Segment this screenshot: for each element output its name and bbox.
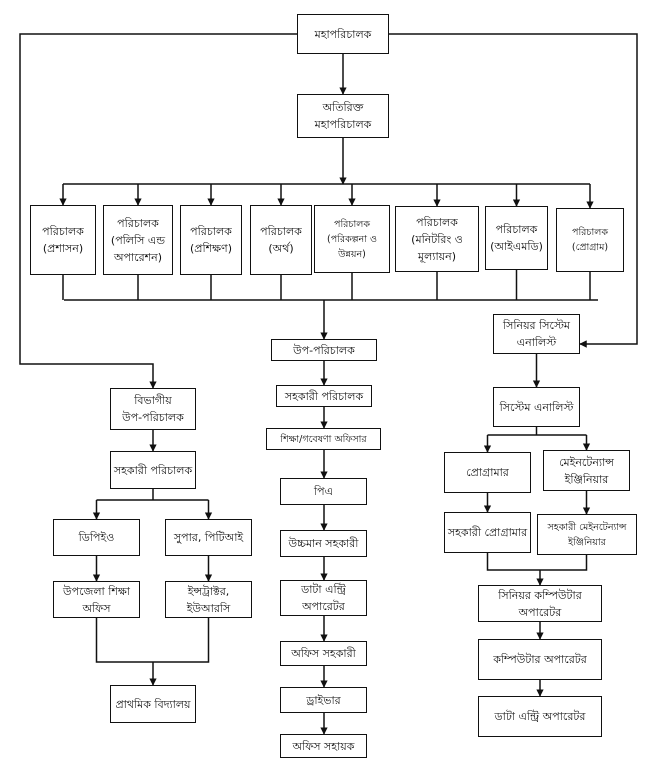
org-node-label: পরিচালক [42,225,84,238]
org-node-label: (পলিসি এন্ড [110,233,166,247]
org-node-dir-monitoring: পরিচালক (মনিটরিং ও মূল্যায়ন) [395,206,479,272]
org-node-label: (মনিটরিং ও [411,232,463,246]
org-node-label: সহকারী পরিচালক [113,463,193,477]
org-node-asst-programmer: সহকারী প্রোগ্রামার [444,512,531,553]
org-node-label: উপ-পরিচালক [293,343,355,357]
org-node-label: পরিচালক [190,225,232,238]
org-node-label: ড্রাইভার [306,693,341,707]
org-node-label: মহাপরিচালক [314,118,372,131]
org-node-dir-training: পরিচালক (প্রশিক্ষণ) [180,205,242,275]
connector-dg-ssa [389,33,638,348]
org-node-data-entry-r: ডাটা এন্ট্রি অপারেটর [478,696,602,737]
org-node-label: শিক্ষা/গবেষণা অফিসার [280,433,367,445]
org-node-label: বিভাগীয় [134,394,172,407]
org-node-label: অফিস [82,601,111,615]
org-node-comp-operator: কম্পিউটার অপারেটর [478,639,602,680]
org-node-label: উচ্চমান সহকারী [288,537,359,550]
org-node-label: অফিস সহায়ক [292,739,355,753]
org-node-label: প্রোগ্রামার [466,466,509,479]
org-node-label: (পরিকল্পনা ও [327,233,377,245]
org-node-programmer: প্রোগ্রামার [444,452,531,493]
org-node-label: ইঞ্জিনিয়ার [564,472,609,486]
org-node-senior-sys-analyst: সিনিয়র সিস্টেম এনালিস্ট [493,314,580,354]
org-node-deputy-director: উপ-পরিচালক [271,339,377,361]
org-node-label: ইন্সট্রাক্টর, [187,584,230,598]
org-node-label: সিনিয়র কম্পিউটার [498,588,582,602]
org-node-label: পরিচালক [572,227,608,238]
org-node-dir-imd: পরিচালক (আইএমডি) [485,206,548,270]
org-node-label: পরিচালক [117,216,159,230]
org-node-label: (প্রশাসন) [42,242,84,255]
org-node-dir-policy: পরিচালক (পলিসি এন্ড অপারেশন) [103,205,173,275]
org-node-label: প্রাথমিক বিদ্যালয় [115,697,191,711]
org-node-label: উন্নয়ন) [338,248,366,260]
org-node-label: ইঞ্জিনিয়ার [568,536,606,548]
org-node-data-entry-c: ডাটা এন্ট্রি অপারেটর [280,580,367,616]
org-node-label: অফিস সহকারী [291,647,356,660]
org-node-label: সহকারী পরিচালক [284,389,364,403]
org-node-driver: ড্রাইভার [280,687,367,713]
org-node-dir-planning: পরিচালক (পরিকল্পনা ও উন্নয়ন) [314,205,390,273]
org-node-office-helper: অফিস সহায়ক [280,734,367,758]
org-node-label: উপজেলা শিক্ষা [63,584,130,598]
org-node-label: অপারেটর [302,600,345,613]
org-node-label: ইউআরসি [186,601,231,615]
org-node-div-deputy: বিভাগীয় উপ-পরিচালক [110,388,196,430]
org-node-upper-asst: উচ্চমান সহকারী [280,530,367,557]
org-node-label: সিনিয়র সিস্টেম [502,319,571,332]
org-node-label: (আইএমডি) [490,240,543,253]
org-node-dpeo: ডিপিইও [53,519,140,556]
org-node-super-pti: সুপার, পিটিআই [165,519,252,556]
org-node-label: সহকারী মেইনটেন্যান্স [547,521,627,533]
org-node-label: পরিচালক [334,218,370,230]
org-node-label: মহাপরিচালক [314,27,372,41]
org-node-senior-comp-operator: সিনিয়র কম্পিউটার অপারেটর [478,585,602,622]
org-node-label: (অর্থ) [268,242,294,255]
org-node-primary-school: প্রাথমিক বিদ্যালয় [110,685,196,723]
org-node-label: অপারেশন) [113,250,163,264]
org-node-label: এনালিস্ট [516,336,557,349]
org-node-label: মেইনটেন্যান্স [559,455,614,469]
org-node-label: পিএ [314,485,333,498]
org-node-asst-maint-engineer: সহকারী মেইনটেন্যান্স ইঞ্জিনিয়ার [537,514,637,555]
org-node-dir-finance: পরিচালক (অর্থ) [250,205,312,275]
org-node-label: সহকারী প্রোগ্রামার [447,526,528,539]
org-node-label: উপ-পরিচালক [122,411,184,424]
org-node-label: সুপার, পিটিআই [173,531,244,544]
org-node-label: পরিচালক [495,223,538,236]
org-node-label: সিস্টেম এনালিস্ট [499,400,574,414]
org-node-label: (প্রশিক্ষণ) [189,242,232,255]
org-node-sys-analyst: সিস্টেম এনালিস্ট [493,387,580,427]
org-node-label: ডাটা এন্ট্রি অপারেটর [494,710,586,723]
org-node-label: কম্পিউটার অপারেটর [493,653,587,666]
org-node-dg: মহাপরিচালক [297,14,389,54]
org-node-dir-admin: পরিচালক (প্রশাসন) [30,205,96,275]
org-node-upazila-edu: উপজেলা শিক্ষা অফিস [53,581,140,618]
org-node-adg: অতিরিক্ত মহাপরিচালক [297,94,389,138]
connector-join [95,618,210,663]
org-node-label: অতিরিক্ত [322,101,364,114]
org-node-label: পরিচালক [260,225,302,238]
org-node-label: পরিচালক [416,215,458,229]
org-node-asst-director-l: সহকারী পরিচালক [110,451,196,489]
org-node-asst-director-c: সহকারী পরিচালক [276,385,372,407]
org-node-maint-engineer: মেইনটেন্যান্স ইঞ্জিনিয়ার [543,450,630,491]
connector-dg-div-deputy [19,33,297,389]
org-node-pa: পিএ [280,478,367,505]
org-node-label: ডাটা এন্ট্রি [301,583,346,596]
org-node-label: অপারেটর [518,605,562,619]
org-node-edu-research-officer: শিক্ষা/গবেষণা অফিসার [266,428,381,450]
org-node-office-asst: অফিস সহকারী [280,641,367,666]
org-node-label: ডিপিইও [78,531,115,544]
org-node-dir-program: পরিচালক (প্রোগ্রাম) [556,208,624,272]
org-node-instructor-urc: ইন্সট্রাক্টর, ইউআরসি [165,581,252,618]
org-node-label: (প্রোগ্রাম) [571,242,609,253]
connector-join2 [486,553,588,571]
org-node-label: মূল্যায়ন) [417,249,457,263]
